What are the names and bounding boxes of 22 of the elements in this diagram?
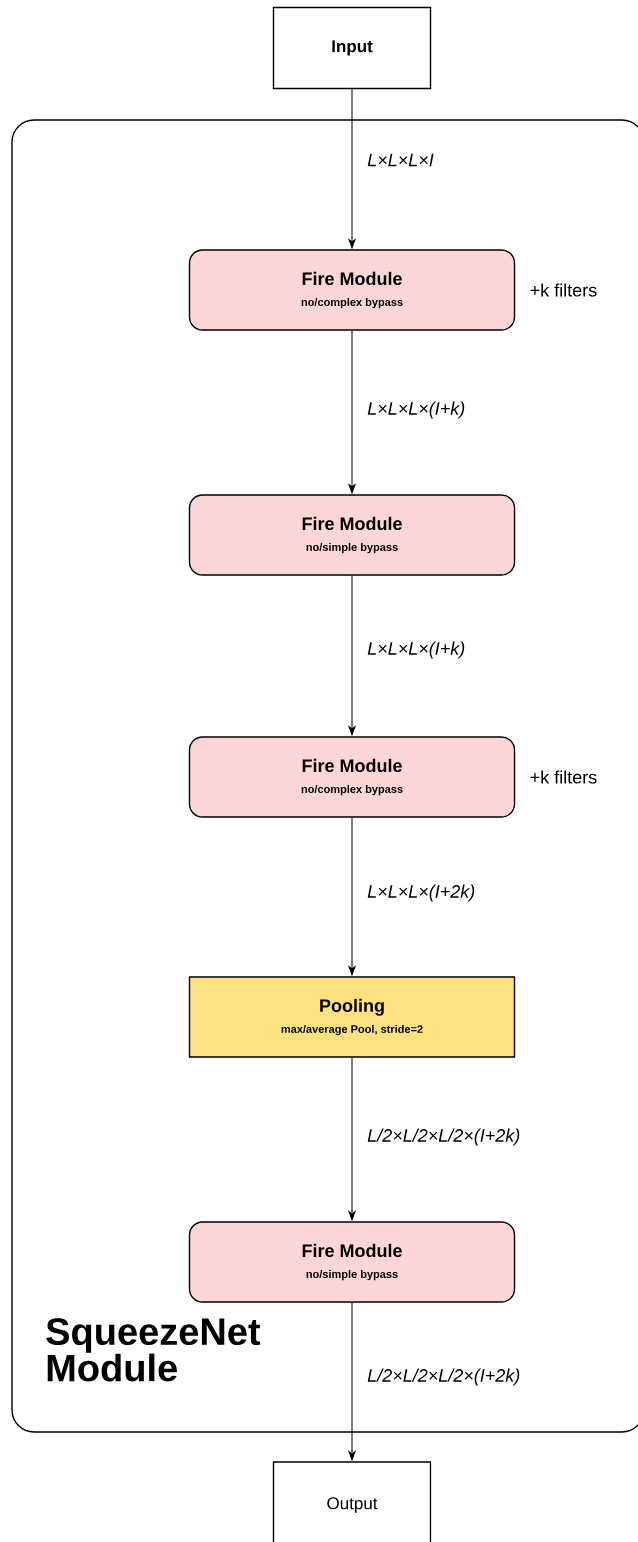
module-box: Fire Module no/simple bypass [188,494,516,576]
arrow [348,817,356,976]
edge-label: L/2×L/2×L/2×(I+2k) [366,1127,522,1147]
container-title: SqueezeNet Module [46,1318,261,1382]
arrow [348,330,356,494]
arrow [348,1057,356,1221]
io-box: Input [272,6,432,90]
module-box: Fire Module no/complex bypass [188,736,516,818]
arrow [348,1302,356,1461]
arrow [348,88,356,249]
edge-label: L/2×L/2×L/2×(I+2k) [366,1367,522,1387]
io-box: Output [272,1461,432,1542]
module-box: Fire Module no/complex bypass [188,249,516,331]
edge-label: L×L×L×(I+k) [366,400,467,420]
pooling-box: Pooling max/average Pool, stride=2 [188,976,516,1058]
edge-label: L×L×L×(I+k) [366,640,467,660]
edge-label: L×L×L×(I+2k) [366,883,477,903]
side-note: +k filters [530,770,597,784]
module-box: Fire Module no/simple bypass [188,1221,516,1303]
arrow [348,575,356,736]
side-note: +k filters [530,283,597,297]
edge-label: L×L×L×I [366,152,435,168]
